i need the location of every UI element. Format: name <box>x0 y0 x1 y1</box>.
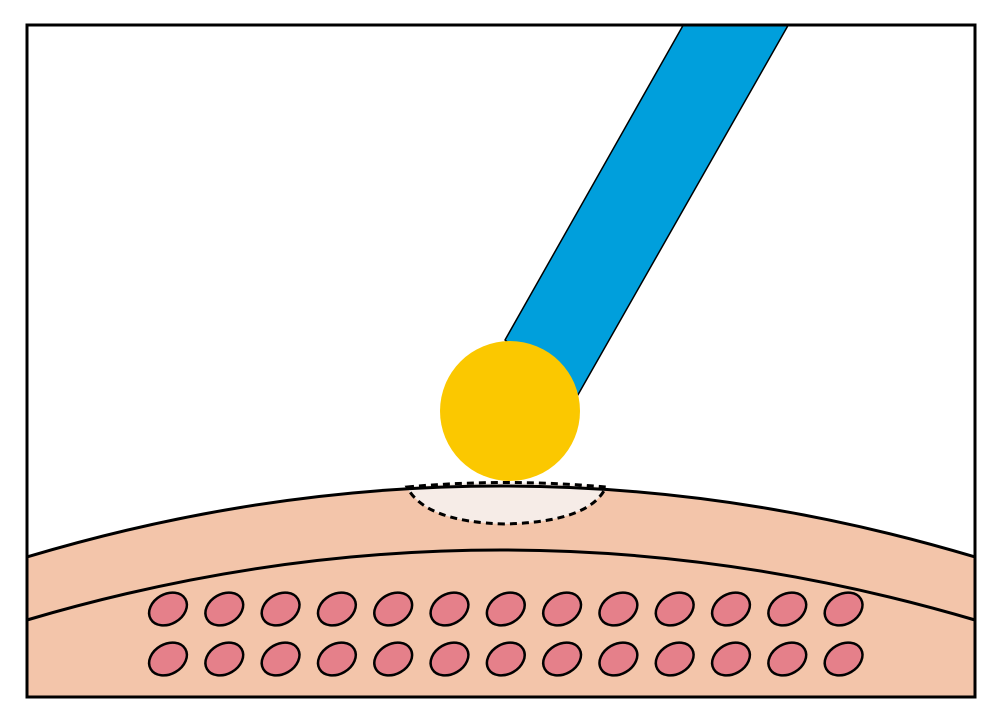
cell <box>204 591 245 627</box>
cell <box>316 591 358 627</box>
cell <box>204 641 245 677</box>
cell <box>823 591 864 627</box>
probe-tip <box>440 341 580 481</box>
cell <box>429 591 470 627</box>
cell <box>373 591 414 627</box>
cell <box>767 591 808 627</box>
cell <box>654 591 695 627</box>
cell <box>598 641 639 677</box>
cell <box>541 591 583 627</box>
cell <box>485 591 526 627</box>
cell <box>654 641 695 677</box>
cell <box>485 641 526 677</box>
cell <box>316 641 358 677</box>
cell-layer <box>147 591 864 677</box>
tissue-surface <box>27 484 975 559</box>
diagram-frame <box>25 23 977 699</box>
tissue-inner-boundary <box>27 548 975 622</box>
treated-zone <box>404 481 609 526</box>
cell <box>541 641 583 677</box>
cell <box>260 591 301 627</box>
cell <box>147 641 189 677</box>
cell <box>823 641 864 677</box>
cell <box>147 591 189 627</box>
cell <box>260 641 301 677</box>
cell <box>767 641 808 677</box>
cell <box>373 641 414 677</box>
cell <box>710 641 752 677</box>
cell <box>710 591 752 627</box>
cell <box>598 591 639 627</box>
cell <box>429 641 470 677</box>
